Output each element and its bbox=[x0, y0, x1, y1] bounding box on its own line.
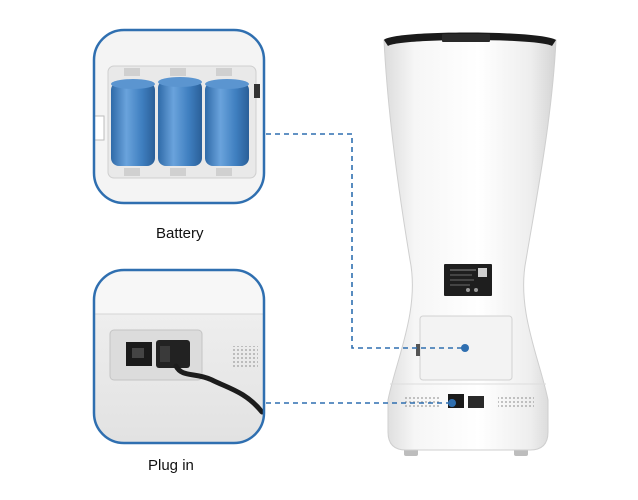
battery-connector-line bbox=[266, 133, 462, 349]
battery-cell bbox=[111, 79, 155, 166]
battery-cell bbox=[158, 77, 202, 166]
rating-label bbox=[444, 264, 492, 296]
battery-cell bbox=[205, 79, 249, 166]
battery-connector-dot bbox=[461, 344, 469, 352]
plug-in-caption: Plug in bbox=[148, 457, 194, 474]
plug-inset bbox=[92, 268, 266, 445]
plug-inset-frame bbox=[92, 268, 266, 445]
plug-connector-dot bbox=[448, 399, 456, 407]
device-body bbox=[383, 35, 557, 451]
device-unit bbox=[383, 32, 557, 456]
power-cable bbox=[173, 363, 264, 415]
battery-inset-frame bbox=[92, 28, 266, 205]
battery-caption: Battery bbox=[156, 225, 204, 242]
battery-inset bbox=[92, 28, 266, 205]
